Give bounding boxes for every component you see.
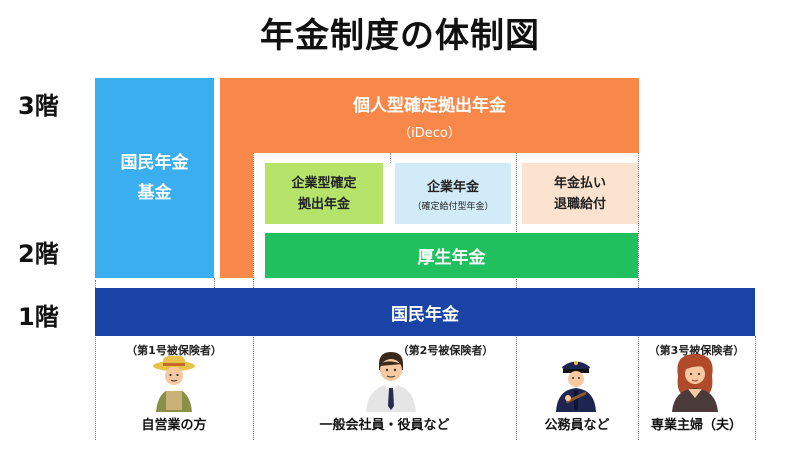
block-ideco: 個人型確定拠出年金 （iDeco）: [220, 78, 639, 153]
divider-line: [755, 336, 756, 440]
block-label: 企業年金: [426, 179, 479, 195]
divider-line: [214, 278, 215, 288]
block-label: 拠出年金: [297, 196, 350, 212]
block-corporate-dc: 企業型確定 拠出年金: [265, 163, 383, 224]
divider-line: [390, 153, 391, 163]
block-label: （iDeco）: [398, 125, 461, 141]
divider-line: [95, 280, 96, 440]
person-label-civil-servant: 公務員など: [544, 418, 610, 433]
category-type1: （第1号被保険者）: [126, 344, 222, 357]
block-label: 年金払い: [553, 175, 606, 191]
block-national-pension: 国民年金: [95, 288, 755, 336]
block-label: 国民年金: [120, 153, 189, 173]
floor-label-2: 2階: [18, 240, 59, 268]
block-label: （確定給付型年金）: [412, 201, 494, 212]
homemaker-icon: [672, 354, 718, 412]
page-title: 年金制度の体制図: [260, 16, 540, 56]
block-label: 退職給付: [553, 196, 606, 212]
office-worker-icon: [366, 352, 416, 412]
police-officer-icon: [556, 361, 596, 412]
farmer-icon: [153, 356, 195, 412]
block-employees-pension: 厚生年金: [265, 233, 638, 278]
block-label: 基金: [137, 183, 172, 203]
category-type3: （第3号被保険者）: [648, 344, 745, 357]
person-label-homemaker: 専業主婦（夫）: [650, 418, 742, 433]
block-ideco-extension: [220, 153, 253, 278]
floor-label-1: 1階: [18, 303, 59, 331]
floor-label-3: 3階: [18, 92, 59, 120]
block-label: 個人型確定拠出年金: [353, 95, 506, 116]
person-label-employee: 一般会社員・役員など: [319, 418, 450, 433]
block-corporate-db: 企業年金 （確定給付型年金）: [395, 163, 511, 224]
person-label-self-employed: 自営業の方: [141, 418, 207, 433]
block-national-pension-fund: 国民年金 基金: [95, 78, 214, 278]
category-type2: （第2号被保険者）: [397, 344, 494, 357]
block-retirement-benefit: 年金払い 退職給付: [522, 163, 638, 224]
block-label: 企業型確定: [291, 175, 357, 191]
